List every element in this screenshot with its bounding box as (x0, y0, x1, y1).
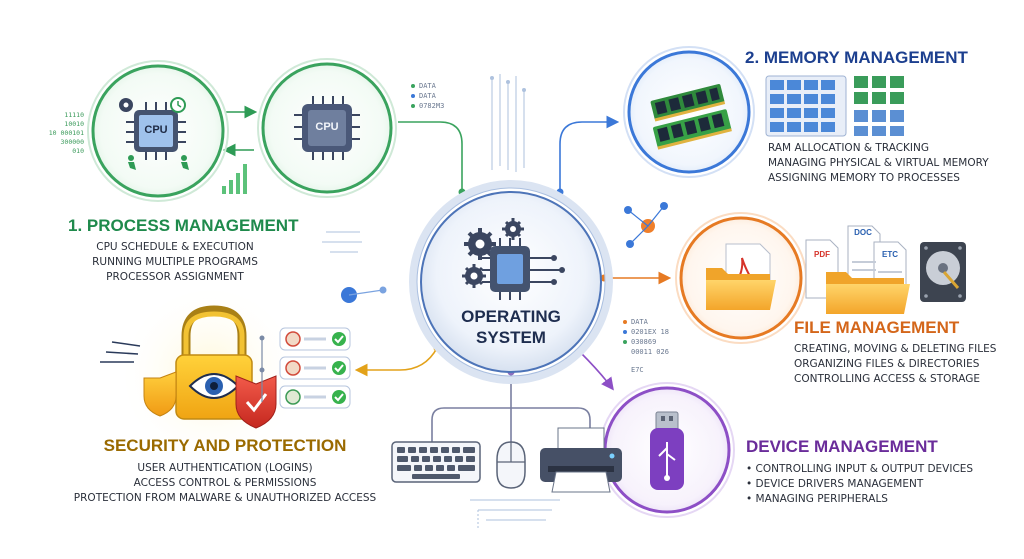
memory-heading: 2. MEMORY MANAGEMENT (745, 48, 968, 67)
os-title: OPERATING SYSTEM (421, 306, 601, 348)
device-description: • CONTROLLING INPUT & OUTPUT DEVICES • D… (746, 462, 973, 507)
printer-icon (540, 427, 622, 493)
usb-drive-icon (650, 411, 684, 490)
data-label: 00011 026 (631, 348, 669, 356)
data-label: DATA (419, 92, 436, 100)
process-description: CPU SCHEDULE & EXECUTION RUNNING MULTIPL… (70, 240, 280, 285)
data-label: DATA (631, 318, 648, 326)
keyboard-icon (391, 441, 481, 483)
cpu-label-left: CPU (144, 124, 168, 136)
cpu-icon (126, 102, 186, 160)
circuit-traces (322, 74, 560, 530)
binary-line: 010 (72, 147, 84, 155)
memory-icons (623, 46, 904, 178)
user-icon (285, 331, 301, 405)
security-heading: SECURITY AND PROTECTION (103, 436, 347, 455)
os-core (409, 180, 613, 384)
device-line: • CONTROLLING INPUT & OUTPUT DEVICES (746, 463, 974, 475)
binary-stream: 11110 10010 10 000101 300000 010 (20, 111, 84, 156)
node-icon (341, 202, 668, 303)
etc-label: ETC (882, 250, 898, 259)
os-title-line2: SYSTEM (476, 328, 546, 347)
security-line: PROTECTION FROM MALWARE & UNAUTHORIZED A… (73, 492, 377, 504)
memory-description: RAM ALLOCATION & TRACKING MANAGING PHYSI… (768, 141, 989, 186)
file-line: ORGANIZING FILES & DIRECTORIES (794, 358, 980, 370)
data-label: 0782M3 (419, 102, 445, 110)
binary-line: 10 000101 (48, 129, 84, 137)
security-line: USER AUTHENTICATION (LOGINS) (137, 462, 313, 474)
device-icons (391, 382, 735, 518)
security-description: USER AUTHENTICATION (LOGINS) ACCESS CONT… (60, 461, 390, 506)
shield-icon (143, 371, 277, 429)
file-line: CONTROLLING ACCESS & STORAGE (794, 373, 981, 385)
connector-memory (559, 115, 620, 192)
cpu-icon (482, 238, 565, 300)
folder-icon (826, 272, 910, 314)
connector-device (579, 351, 614, 391)
memory-line: RAM ALLOCATION & TRACKING (768, 142, 930, 154)
data-labels-right: DATA 0201EX 18 030869 00011 026 E7C (631, 317, 669, 375)
folder-icon (706, 268, 776, 310)
mouse-icon (496, 441, 526, 489)
data-label: 0201EX 18 (631, 328, 669, 336)
device-heading: DEVICE MANAGEMENT (746, 437, 938, 456)
binary-line: 11110 (64, 111, 84, 119)
connector-process (398, 121, 463, 192)
runner-icon (128, 155, 189, 170)
memory-line: ASSIGNING MEMORY TO PROCESSES (768, 172, 960, 184)
file-description: CREATING, MOVING & DELETING FILES ORGANI… (794, 342, 996, 387)
security-line: ACCESS CONTROL & PERMISSIONS (133, 477, 317, 489)
file-line: CREATING, MOVING & DELETING FILES (794, 343, 997, 355)
connector-security (354, 347, 438, 377)
pdf-label: PDF (814, 250, 830, 259)
device-line: • MANAGING PERIPHERALS (746, 493, 888, 505)
process-line: PROCESSOR ASSIGNMENT (106, 271, 244, 283)
gear-icon (462, 218, 524, 288)
security-icons (100, 290, 351, 460)
binary-line: 300000 (60, 138, 84, 146)
process-line: CPU SCHEDULE & EXECUTION (96, 241, 254, 253)
hard-drive-icon (920, 242, 966, 302)
bar-chart-icon (222, 164, 247, 194)
device-line: • DEVICE DRIVERS MANAGEMENT (746, 478, 924, 490)
memory-grid-icon (765, 75, 904, 137)
cpu-icon (294, 96, 360, 160)
memory-line: MANAGING PHYSICAL & VIRTUAL MEMORY (768, 157, 989, 169)
file-heading: FILE MANAGEMENT (794, 318, 960, 337)
os-title-line1: OPERATING (461, 307, 561, 326)
process-line: RUNNING MULTIPLE PROGRAMS (92, 256, 258, 268)
ram-icon (650, 84, 732, 150)
checkmark-icon (332, 332, 346, 404)
cpu-label-right: CPU (315, 121, 339, 133)
data-label: 030869 (631, 338, 657, 346)
process-heading: 1. PROCESS MANAGEMENT (68, 216, 299, 235)
data-label: DATA (419, 82, 436, 90)
binary-line: 10010 (64, 120, 84, 128)
data-label: E7C (631, 366, 644, 374)
eye-icon (188, 373, 240, 399)
user-list (259, 327, 351, 409)
data-labels-top: DATA DATA 0782M3 (419, 81, 444, 111)
file-icons (675, 212, 966, 344)
doc-label: DOC (854, 228, 872, 237)
process-icons (87, 58, 397, 202)
